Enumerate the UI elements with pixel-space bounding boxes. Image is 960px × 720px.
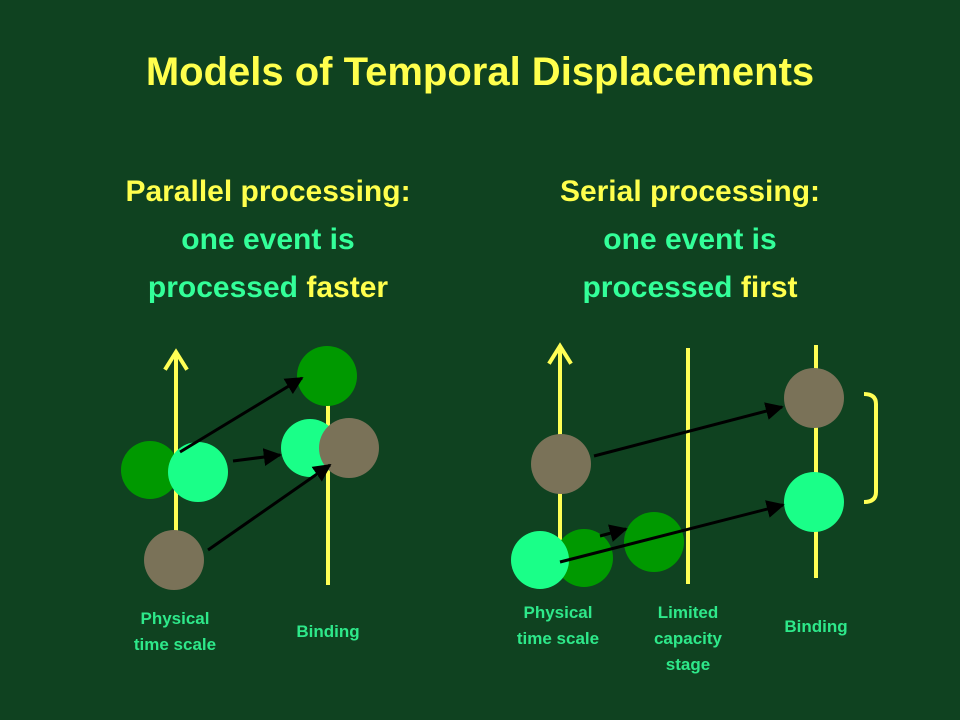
parallel-heading-line3-a: processed bbox=[147, 271, 307, 304]
physical-time-scale-label-right: Physical time scale bbox=[498, 600, 618, 652]
serial-diagram bbox=[511, 342, 878, 589]
dark-green-limited-stage bbox=[624, 512, 684, 572]
physical-label-left-line1: Physical bbox=[140, 609, 210, 628]
light-green-event-left bbox=[168, 442, 228, 502]
light-green-bound-right bbox=[784, 472, 844, 532]
dark-green-bound-left bbox=[297, 346, 357, 406]
up-arrow-icon bbox=[163, 348, 189, 371]
limited-label-line2: capacity bbox=[653, 629, 723, 648]
parallel-heading-line3-b: faster bbox=[306, 271, 389, 304]
serial-heading-line1: Serial processing: bbox=[559, 175, 821, 208]
limited-label-line3: stage bbox=[665, 655, 711, 674]
physical-label-left-line2: time scale bbox=[133, 635, 217, 654]
arrow-light-green-left bbox=[232, 448, 282, 466]
serial-heading-line3-a: processed bbox=[582, 271, 741, 304]
dark-green-event-left bbox=[121, 441, 179, 499]
limited-label-line1: Limited bbox=[657, 603, 719, 622]
light-green-event-right bbox=[511, 531, 569, 589]
brown-event-left bbox=[144, 530, 204, 590]
parallel-heading-line1: Parallel processing: bbox=[125, 175, 411, 208]
arrow-brown-right bbox=[593, 402, 784, 458]
brown-bound-right bbox=[784, 368, 844, 428]
parallel-heading-line3: processed faster bbox=[48, 264, 488, 312]
right-bracket-icon bbox=[863, 392, 878, 504]
arrow-dark-green-right bbox=[599, 524, 628, 542]
binding-label-right: Binding bbox=[784, 617, 848, 636]
arrow-brown-left bbox=[207, 463, 332, 552]
serial-heading-line2: one event is bbox=[603, 223, 777, 256]
serial-heading-line3-b: first bbox=[740, 271, 798, 304]
brown-bound-left bbox=[319, 418, 379, 478]
physical-label-right-line2: time scale bbox=[516, 629, 600, 648]
slide-title: Models of Temporal Displacements bbox=[145, 50, 815, 94]
physical-label-right-line1: Physical bbox=[523, 603, 593, 622]
serial-heading-line3: processed first bbox=[470, 264, 910, 312]
dark-green-event-right bbox=[555, 529, 613, 587]
up-arrow-icon bbox=[547, 342, 573, 365]
limited-capacity-stage-label: Limited capacity stage bbox=[638, 600, 738, 678]
parallel-diagram bbox=[121, 346, 379, 590]
arrow-dark-green-left bbox=[179, 376, 304, 454]
binding-label-left: Binding bbox=[296, 622, 360, 641]
arrow-light-green-right bbox=[559, 500, 785, 564]
physical-time-scale-label-left: Physical time scale bbox=[115, 606, 235, 658]
serial-processing-heading: Serial processing: one event is processe… bbox=[470, 168, 910, 312]
parallel-heading-line2: one event is bbox=[181, 223, 355, 256]
parallel-processing-heading: Parallel processing: one event is proces… bbox=[48, 168, 488, 312]
brown-event-right bbox=[531, 434, 591, 494]
